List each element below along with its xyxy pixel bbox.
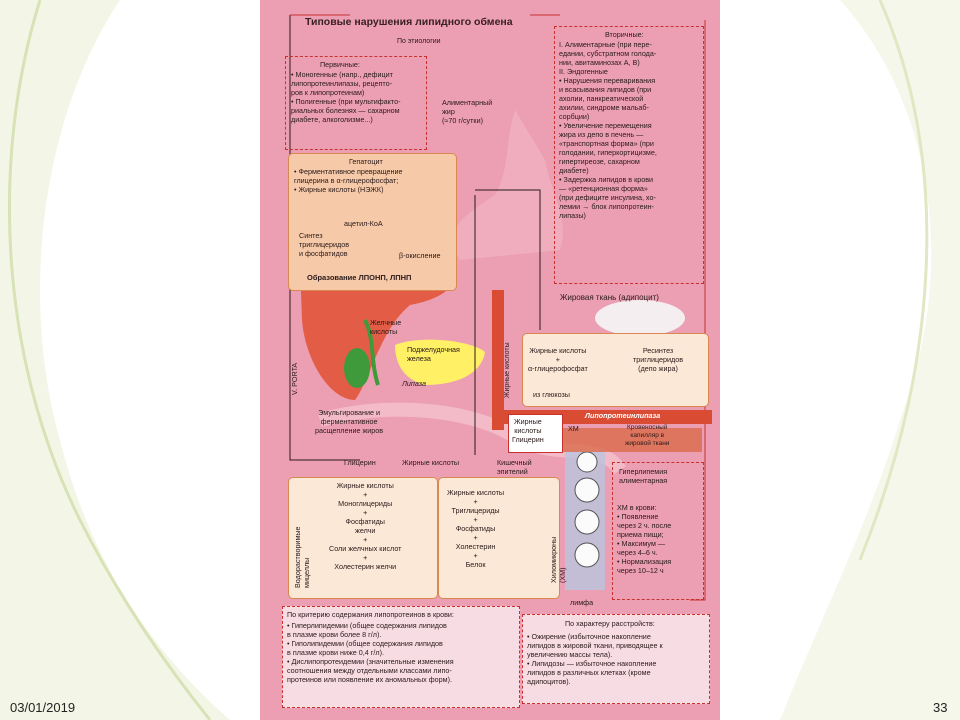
blood-criteria-box: По критерию содержания липопротеинов в к… [282,606,520,708]
slide-page-number: 33 [933,700,948,715]
from-glucose-label: из глюкозы [533,390,570,399]
lipoprotein-formation-label: Образование ЛПОНП, ЛПНП [307,273,412,282]
secondary-items: I. Алиментарные (при пере- едании, субст… [559,40,657,220]
hm-label: ХМ [568,424,579,433]
lpl-label: Липопротеинлипаза [585,411,661,420]
hepatocyte-heading: Гепатоцит [349,157,383,166]
disorder-character-heading: По характеру расстройств: [565,619,655,628]
adipocyte-box: Жирные кислоты + α-глицерофосфат Ресинте… [522,333,709,407]
blood-criteria-items: • Гиперлипидемии (общее содержания липид… [287,621,454,684]
hyperlipemia-heading: Гиперлипемия алиментарная [619,467,668,485]
intestine-fatty-acids: Жирные кислоты [402,458,460,467]
alimentary-fat-label: Алиментарный жир (≈70 г/сутки) [442,98,493,125]
pancreas-label: Поджелудочная железа [407,345,460,363]
beta-oxidation-label: β-окисление [399,251,441,260]
hepatocyte-box: Гепатоцит • Ферментативное превращение г… [288,153,457,291]
fa-glycerol-label: Жирные кислоты Глицерин [512,417,544,444]
epithelium-items: Жирные кислоты + Триглицериды + Фосфатид… [447,488,505,569]
primary-heading: Первичные: [320,60,360,69]
lipase-label: Липаза [402,379,426,388]
acetyl-coa-label: ацетил-КоА [344,219,383,228]
synthesis-label: Синтез триглицеридов и фосфатидов [299,231,350,258]
v-porta-label: V. PORTA [290,362,299,395]
adipose-heading: Жировая ткань (адипоцит) [560,293,659,302]
adipose-side-label: Жирные кислоты [504,342,511,398]
lymph-label: лимфа [570,598,594,607]
capillary-label: Кровеносный капилляр в жировой ткани [625,424,670,448]
resynthesis-label: Ресинтез триглицеридов (депо жира) [633,346,684,373]
micelles-box: Водорастворимые мицеллы Жирные кислоты +… [288,477,438,599]
glycerol-label: Глицерин [344,458,376,467]
bile-acids-label: Желчные кислоты [370,318,402,336]
micelles-label: Водорастворимые мицеллы [293,526,311,588]
secondary-heading: Вторичные: [605,30,644,39]
micelle-items: Жирные кислоты + Моноглицериды + Фосфати… [329,481,402,571]
slide-date: 03/01/2019 [10,700,76,715]
epithelium-box: Жирные кислоты + Триглицериды + Фосфатид… [438,477,567,599]
by-etiology-label: По этиологии [397,38,441,45]
fa-glycerol-box: Жирные кислоты Глицерин [508,414,563,453]
hyperlipemia-box: Гиперлипемия алиментарная ХМ в крови: • … [612,462,704,600]
blood-criteria-heading: По критерию содержания липопротеинов в к… [287,610,454,619]
chylomicrons-label: Хиломикроны (ХМ) [549,536,567,583]
epithelium-label: Кишечный эпителий [497,458,532,476]
lipid-metabolism-diagram: Типовые нарушения липидного обмена По эт… [260,0,720,720]
diagram-title: Типовые нарушения липидного обмена [305,16,513,28]
disorder-character-box: По характеру расстройств: • Ожирение (из… [522,614,710,704]
hyperlipemia-items: ХМ в крови: • Появление через 2 ч. после… [617,503,672,575]
primary-items: • Моногенные (напр., дефицит липопротеин… [291,70,401,124]
hepatocyte-items: • Ферментативное превращение глицерина в… [294,167,403,194]
disorder-character-items: • Ожирение (избыточное накопление липидо… [527,632,663,686]
primary-box: Первичные: • Моногенные (напр., дефицит … [285,56,427,150]
adipose-fatty-acids: Жирные кислоты + α-глицерофосфат [528,346,588,373]
secondary-box: Вторичные: I. Алиментарные (при пере- ед… [554,26,704,284]
emulsification-label: Эмульгирование и ферментативное расщепле… [315,408,384,435]
